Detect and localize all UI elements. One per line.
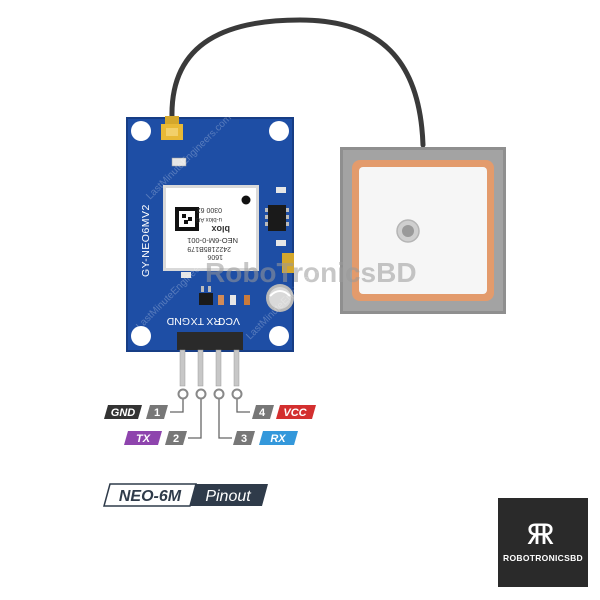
neo6m-chip: blox NEO-6M-0-001 2422185B179 1606 0300 … [163, 185, 259, 271]
pin-name-gnd: GND [111, 407, 136, 419]
patch-antenna [340, 147, 506, 314]
logo-mark-mirror: R [526, 518, 548, 551]
eeprom-chip [265, 205, 289, 231]
pin-label-tx: TX 2 [124, 431, 187, 445]
pin-label-vcc: 4 VCC [252, 405, 316, 419]
chip-date-code: 1606 [207, 253, 223, 260]
pin-number-1: 1 [154, 407, 160, 419]
antenna-cable [169, 17, 426, 148]
gps-module-board: blox NEO-6M-0-001 2422185B179 1606 0300 … [126, 116, 294, 352]
ufl-connector [161, 116, 183, 140]
chip-serial: 2422185B179 [187, 245, 231, 252]
mounting-hole [131, 326, 151, 346]
pin-name-vcc: VCC [283, 407, 307, 419]
pin-dot-3 [213, 388, 225, 400]
title-part: NEO-6M [119, 488, 182, 505]
logo-mark-r: R [533, 518, 555, 551]
pin-header [177, 332, 243, 387]
backup-battery [266, 284, 294, 312]
mounting-hole [269, 326, 289, 346]
pin-name-rx: RX [270, 433, 286, 445]
pin-dot-4 [231, 388, 243, 400]
pinout-title: NEO-6M Pinout [103, 483, 268, 507]
silk-gnd: GND [166, 315, 190, 327]
logo-text: ROBOTRONICSBD [503, 553, 583, 563]
chip-company: u-blox AG [195, 216, 222, 222]
watermark-center: RoboTronicsBD [205, 257, 417, 288]
silk-vcc: VCC [217, 315, 240, 327]
pin-number-4: 4 [259, 407, 266, 419]
chip-brand: blox [211, 224, 230, 234]
header-silkscreen: VCC RX TX GND [166, 315, 240, 327]
pin-name-tx: TX [136, 433, 151, 445]
pin-dot-1 [177, 388, 189, 400]
pin-label-gnd: GND 1 [104, 405, 168, 419]
silk-tx: TX [191, 315, 204, 327]
pin-number-2: 2 [173, 433, 179, 445]
chip-model: NEO-6M-0-001 [187, 236, 238, 245]
robotronicsbd-logo: R R ROBOTRONICSBD [498, 498, 588, 587]
title-suffix: Pinout [205, 488, 251, 505]
silk-rx: RX [206, 315, 221, 327]
mounting-hole [269, 121, 289, 141]
pin-label-rx: 3 RX [233, 431, 298, 445]
chip-lot-code: 0300 62 [197, 206, 222, 213]
pin-number-3: 3 [241, 433, 247, 445]
pin-dot-2 [195, 388, 207, 400]
mounting-hole [131, 121, 151, 141]
pin-callouts [170, 398, 250, 439]
board-model-label: GY-NEO6MV2 [140, 204, 152, 277]
